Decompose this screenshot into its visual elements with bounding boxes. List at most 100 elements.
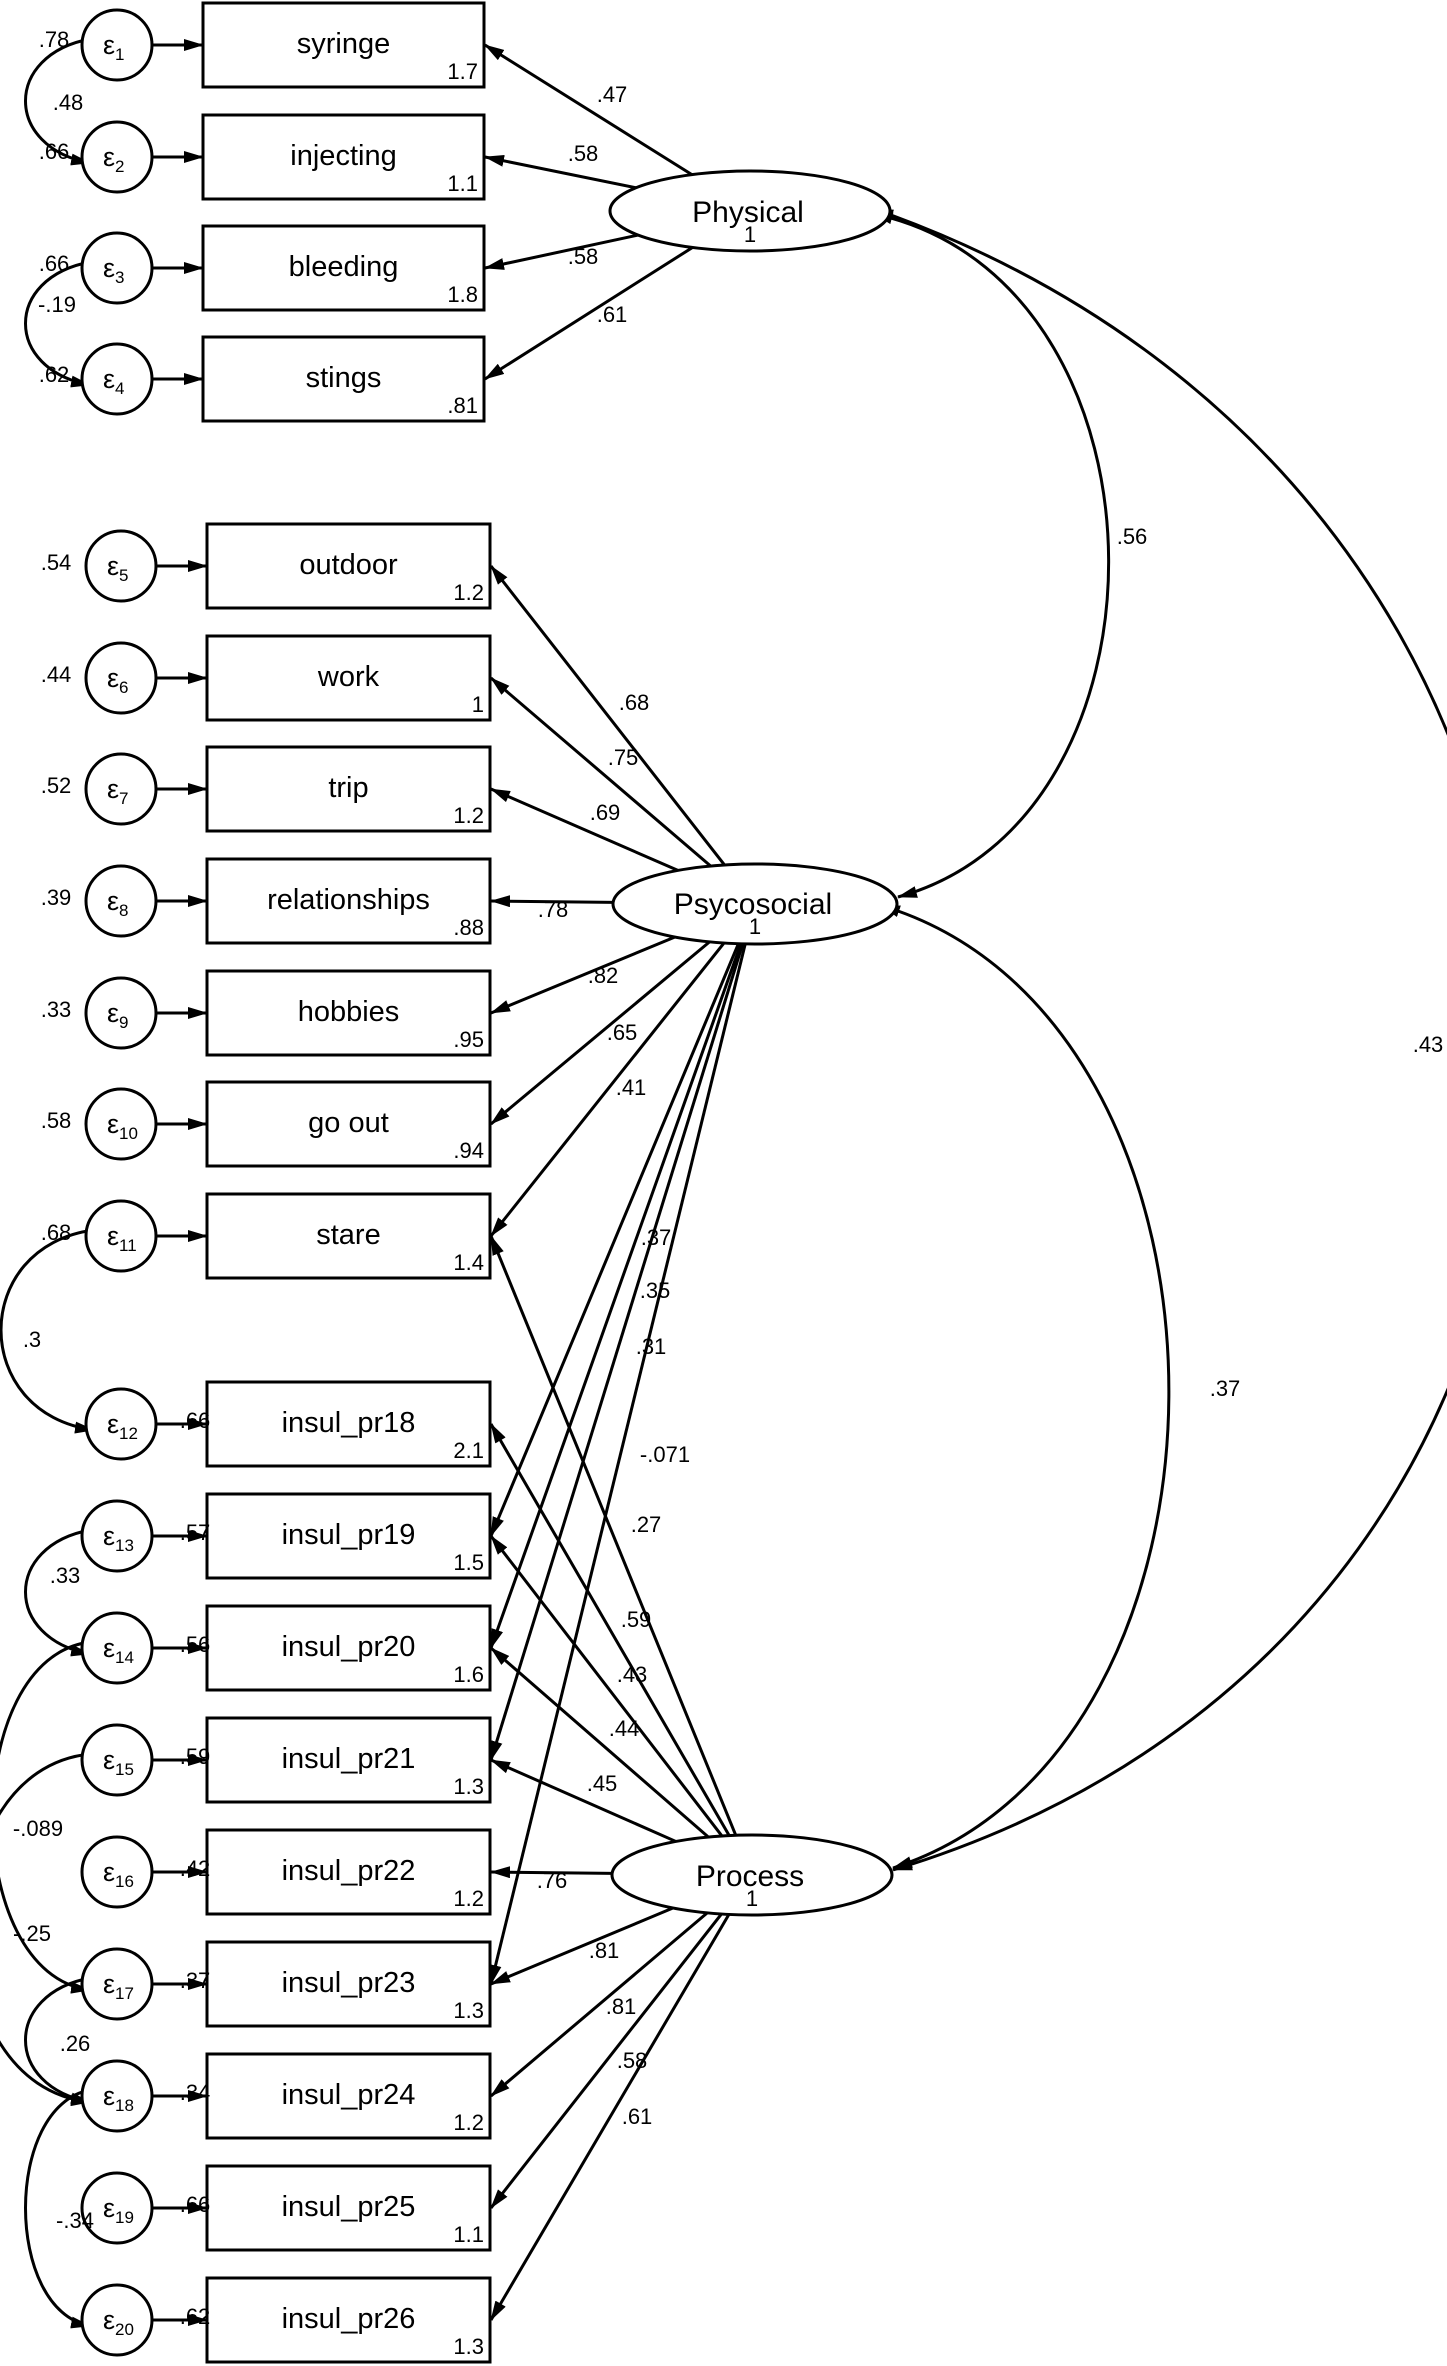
- error-index: 8: [119, 901, 128, 920]
- error-circle: [80, 342, 154, 416]
- loading-path: [490, 676, 712, 868]
- error-variance-label: .33: [41, 997, 72, 1022]
- error-circle: [84, 641, 158, 715]
- indicator-intercept: 1.5: [453, 1550, 484, 1575]
- loading-path: [489, 1423, 731, 1837]
- loading-path: [489, 943, 740, 1537]
- indicator-name: insul_pr25: [282, 2191, 416, 2223]
- loading-path: [489, 943, 747, 1985]
- indicator-box: [201, 224, 486, 312]
- error-covariance-label: .33: [50, 1563, 81, 1588]
- error-symbol: ε: [107, 1409, 119, 1439]
- error-index: 12: [119, 1424, 138, 1443]
- loading-path: [489, 1913, 731, 2321]
- indicator-box: [205, 1940, 492, 2028]
- indicator-box: [205, 2164, 492, 2252]
- error-label: ε9: [107, 998, 129, 1032]
- error-symbol: ε: [107, 663, 119, 693]
- error-circle: [84, 976, 158, 1050]
- error-variance-label: .39: [41, 885, 72, 910]
- indicator-box: [205, 1492, 492, 1580]
- loading-path: [489, 565, 726, 866]
- indicator-intercept: 1.2: [453, 803, 484, 828]
- error-index: 9: [119, 1013, 128, 1032]
- indicator-box: [205, 1192, 492, 1280]
- indicator-intercept: 1.1: [453, 2222, 484, 2247]
- error-variance-label: .78: [39, 27, 70, 52]
- indicator-box: [205, 1380, 492, 1468]
- indicator-intercept: 1.1: [447, 171, 478, 196]
- error-covariance-label: .3: [23, 1327, 41, 1352]
- loading-path: [484, 246, 694, 381]
- error-variance-label: .62: [39, 362, 70, 387]
- error-label: ε10: [107, 1109, 138, 1143]
- latent-psycosocial-ellipse: [611, 862, 899, 946]
- error-variance-label: .62: [180, 2304, 211, 2329]
- error-label: ε14: [103, 1633, 134, 1667]
- error-circle: [80, 231, 154, 305]
- error-covariance-label: -.089: [13, 1816, 63, 1841]
- indicator-intercept: 1.3: [453, 1998, 484, 2023]
- error-circle: [80, 1723, 154, 1797]
- loading-label: .45: [587, 1771, 618, 1796]
- loading-path: [490, 787, 679, 872]
- error-covariance-label: .26: [60, 2031, 91, 2056]
- loading-path: [490, 1866, 613, 1879]
- loading-label: .37: [641, 1225, 672, 1250]
- error-symbol: ε: [103, 364, 115, 394]
- indicator-name: go out: [308, 1107, 389, 1139]
- loading-label: .81: [606, 1994, 637, 2019]
- error-variance-label: .66: [180, 2192, 211, 2217]
- latent-covariance-curve: [872, 212, 1111, 899]
- error-covariance-curve: [24, 2084, 109, 2329]
- indicator-name: insul_pr18: [282, 1407, 416, 1439]
- error-covariance-curve: [0, 1636, 109, 1994]
- loading-path: [484, 154, 637, 190]
- error-variance-label: .68: [41, 1220, 72, 1245]
- indicator-box: [205, 1080, 492, 1168]
- loading-path: [484, 43, 693, 176]
- error-symbol: ε: [103, 1969, 115, 1999]
- error-covariance-label: -.34: [56, 2208, 94, 2233]
- loading-label: .58: [568, 244, 599, 269]
- error-covariance-curve: [24, 1524, 109, 1657]
- loading-label: .61: [622, 2104, 653, 2129]
- error-symbol: ε: [107, 886, 119, 916]
- error-circle: [80, 2059, 154, 2133]
- indicator-name: outdoor: [299, 549, 398, 581]
- latent-name: Process: [696, 1860, 804, 1893]
- indicator-name: relationships: [267, 884, 430, 916]
- latent-covariance-label: .37: [1210, 1376, 1241, 1401]
- error-symbol: ε: [103, 2081, 115, 2111]
- indicator-intercept: 1.6: [453, 1662, 484, 1687]
- error-symbol: ε: [107, 998, 119, 1028]
- error-label: ε19: [103, 2193, 134, 2227]
- path-layer: [152, 39, 747, 2326]
- error-circle: [80, 1611, 154, 1685]
- indicator-intercept: 1.4: [453, 1250, 484, 1275]
- indicator-intercept: .81: [447, 393, 478, 418]
- indicator-box: [205, 1716, 492, 1804]
- error-variance-label: .37: [180, 1968, 211, 1993]
- loading-label: .44: [609, 1716, 640, 1741]
- latent-variance: 1: [746, 1886, 758, 1911]
- indicator-name: bleeding: [289, 251, 399, 283]
- indicator-name: insul_pr21: [282, 1743, 416, 1775]
- error-symbol: ε: [103, 2193, 115, 2223]
- error-symbol: ε: [103, 2305, 115, 2335]
- error-label: ε12: [107, 1409, 138, 1443]
- error-index: 7: [119, 789, 128, 808]
- loading-path: [489, 1913, 723, 2209]
- error-covariance-curve: [24, 256, 109, 388]
- loading-path: [490, 940, 711, 1126]
- loading-path: [490, 1911, 709, 2098]
- loading-path: [489, 1235, 738, 1836]
- label-layer: .56.37.43.48-.19.3.33-.089-.25.26-.34.47…: [13, 27, 1443, 2359]
- error-circle: [84, 752, 158, 826]
- loading-label: .68: [619, 690, 650, 715]
- error-label: ε6: [107, 663, 129, 697]
- error-covariance-curve: [24, 33, 109, 166]
- indicator-box: [201, 335, 486, 423]
- indicator-name: hobbies: [298, 996, 400, 1028]
- error-variance-label: .34: [180, 2080, 211, 2105]
